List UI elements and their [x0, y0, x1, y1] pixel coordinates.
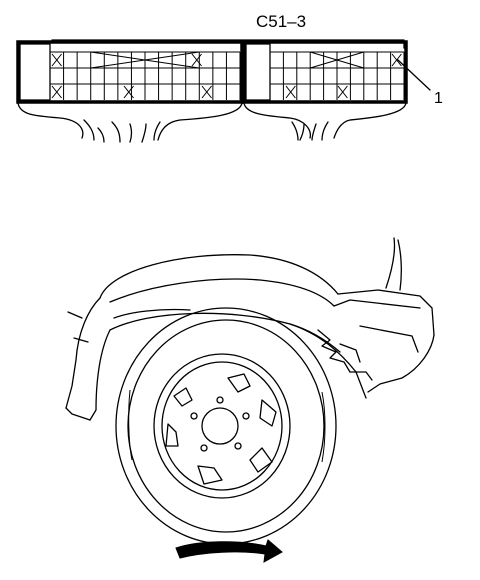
pin-cross: [310, 51, 364, 69]
connector-left-block: [16, 40, 244, 104]
wire-bundle: [17, 102, 407, 143]
lug-nuts: [190, 396, 250, 452]
pin-cross: [90, 51, 200, 69]
pin-cross: [391, 53, 402, 67]
connector-right-block: [242, 40, 408, 104]
pin-cross: [51, 53, 62, 67]
rim-vents: [165, 373, 277, 485]
pin-cross: [201, 85, 212, 99]
pin-cross: [285, 85, 296, 99]
callout-leader: [397, 59, 431, 91]
pin-grid: [49, 51, 405, 100]
rotation-arrow: [175, 539, 283, 563]
callout-number: 1: [434, 90, 443, 107]
wheel-rim: [153, 353, 291, 499]
tire: [115, 307, 337, 545]
vehicle-fender: [65, 237, 435, 421]
pin-cross: [123, 85, 134, 99]
pin-cross: [191, 53, 202, 67]
pin-crosses: [51, 51, 402, 99]
connector-c51-3: [16, 39, 431, 143]
pin-cross: [51, 85, 62, 99]
connector-label: C51–3: [256, 12, 306, 31]
wheel-hub: [201, 407, 239, 445]
pin-cross: [337, 85, 348, 99]
